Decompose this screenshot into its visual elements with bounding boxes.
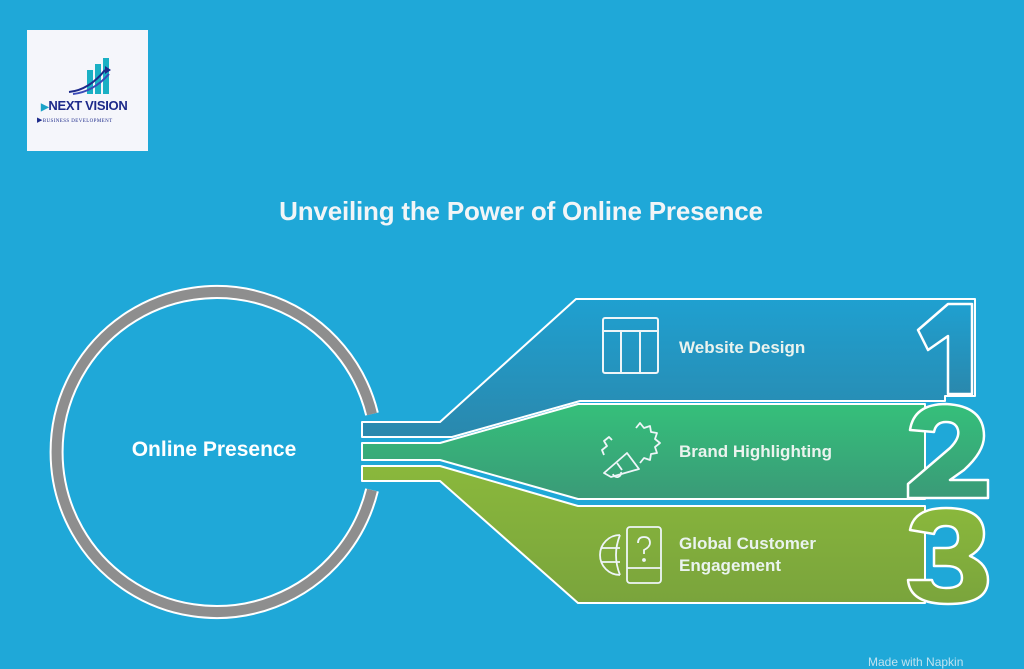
item-label-global-customer-engagement: Global Customer Engagement	[679, 533, 816, 577]
number-3-glyph	[906, 506, 990, 606]
page-title: Unveiling the Power of Online Presence	[279, 196, 763, 226]
center-label: Online Presence	[131, 438, 297, 461]
footer-credit: Made with Napkin	[868, 655, 964, 669]
layout-template-icon	[602, 317, 659, 374]
item-band-3	[361, 465, 990, 606]
item-label-website-design: Website Design	[679, 338, 806, 357]
logo-tagline: ▶BUSINESS DEVELOPMENT	[37, 116, 113, 124]
rising-bar-chart-icon	[68, 58, 111, 95]
company-logo: ▶NEXT VISION ▶BUSINESS DEVELOPMENT	[27, 30, 148, 151]
globe-phone-question-icon	[599, 526, 662, 584]
number-2-glyph	[906, 402, 990, 500]
number-1-glyph	[916, 302, 974, 396]
item-band-1	[361, 298, 976, 438]
logo-brand-name: ▶NEXT VISION	[41, 98, 128, 113]
item-label-brand-highlighting: Brand Highlighting	[679, 442, 832, 461]
megaphone-badge-icon	[601, 422, 661, 478]
item-label-line-1: Global Customer	[679, 534, 816, 553]
item-label-line-2: Engagement	[679, 556, 782, 575]
item-band-2	[361, 402, 990, 500]
